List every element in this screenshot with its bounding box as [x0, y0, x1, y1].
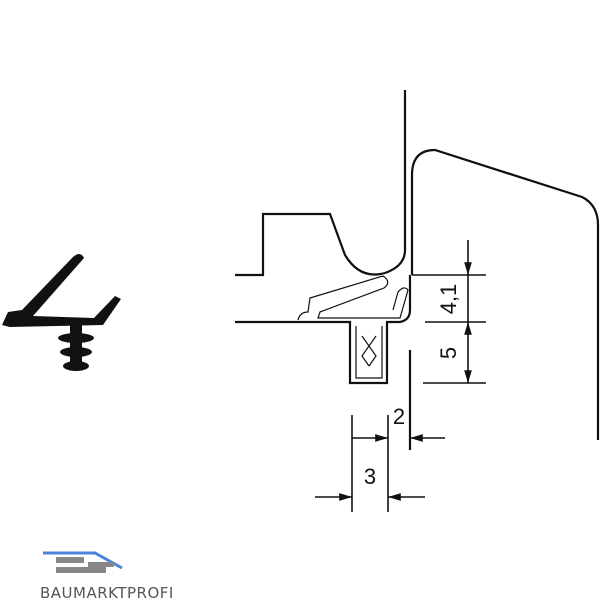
- base-line: [235, 275, 412, 385]
- sash-outline: [235, 90, 407, 277]
- frame-outline: [410, 148, 600, 440]
- seal-profile-icon: [2, 254, 121, 371]
- baumarktprofi-logo: BAUMARKTPROFI: [40, 551, 174, 600]
- profile-section: [235, 90, 600, 450]
- seal-lip: [297, 275, 409, 321]
- seal-foot: [355, 326, 383, 379]
- dimension-label-4-1: 4,1: [436, 284, 461, 315]
- dimension-lines: [315, 240, 486, 512]
- dimension-label-2: 2: [393, 404, 405, 429]
- dimension-label-5: 5: [436, 347, 461, 359]
- logo-text: BAUMARKTPROFI: [40, 584, 174, 600]
- dimension-label-3: 3: [364, 464, 376, 489]
